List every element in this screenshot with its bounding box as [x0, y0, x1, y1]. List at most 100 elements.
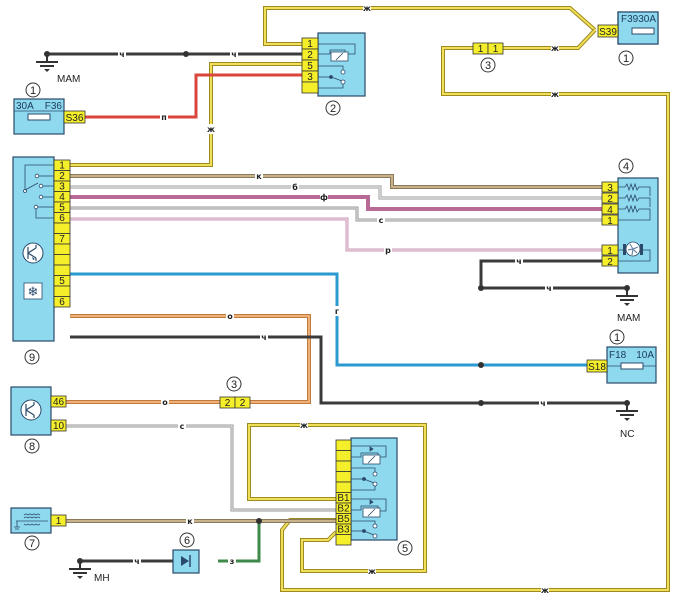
wire-label-yellow: ж	[363, 3, 371, 13]
svg-text:5: 5	[307, 61, 313, 72]
svg-text:з: з	[230, 557, 235, 566]
connector-pin-label: B5	[337, 514, 350, 525]
connector-pin-label: 2	[59, 171, 65, 182]
svg-text:NC: NC	[620, 429, 634, 440]
wire-label-violet: ф	[320, 192, 328, 202]
connector-pin-label: 4	[59, 192, 65, 203]
svg-text:1: 1	[607, 246, 613, 257]
wire-green-diode-to-junction	[218, 521, 261, 563]
wire-pink-ecu6-to-motor1	[70, 217, 602, 252]
wire-label-grey: с	[377, 215, 385, 225]
wire-label-orange: о	[161, 397, 169, 407]
svg-text:МАМ: МАМ	[617, 313, 640, 324]
svg-text:ф: ф	[320, 193, 328, 202]
svg-text:3: 3	[607, 183, 613, 194]
heater-element-icon	[14, 513, 48, 530]
svg-text:1: 1	[478, 44, 484, 55]
wire-label-black: ч	[545, 283, 553, 293]
svg-text:10A: 10A	[636, 350, 654, 361]
connector-pin-label: B3	[337, 525, 350, 536]
wire-label-orange: о	[226, 311, 234, 321]
svg-text:МАМ: МАМ	[57, 74, 80, 85]
wire-label-black: ч	[133, 556, 141, 566]
svg-text:1: 1	[30, 85, 36, 97]
svg-text:1: 1	[614, 332, 620, 344]
svg-text:46: 46	[53, 397, 65, 408]
svg-text:S18: S18	[588, 362, 606, 373]
connector-pin-label: 7	[59, 234, 65, 245]
relay-2: 1 2 5 3 2	[301, 32, 366, 116]
connector-pin	[53, 254, 71, 266]
svg-text:S39: S39	[599, 27, 617, 38]
sensor-unit-8: 46 10 8	[10, 386, 67, 454]
svg-text:с: с	[379, 216, 384, 225]
svg-text:о: о	[162, 398, 168, 407]
connector-pin-label: 5	[59, 276, 65, 287]
svg-text:МН: МН	[94, 573, 110, 584]
wire-label-red: п	[160, 112, 168, 122]
connector-pin	[335, 481, 352, 493]
svg-text:30A: 30A	[638, 14, 656, 25]
connector-pin-label: 6	[59, 297, 65, 308]
svg-text:3: 3	[485, 60, 491, 72]
connector-pin	[335, 534, 352, 546]
junction-dot	[183, 51, 189, 57]
svg-text:п: п	[161, 113, 167, 122]
wire-label-yellow: ж	[551, 43, 559, 53]
svg-text:1: 1	[56, 516, 62, 527]
svg-text:ч: ч	[134, 557, 140, 566]
svg-text:ч: ч	[119, 50, 125, 59]
svg-text:F18: F18	[609, 350, 627, 361]
connector-pin	[335, 460, 352, 472]
svg-text:к: к	[187, 517, 193, 526]
svg-text:4: 4	[623, 161, 629, 173]
diode-6: 6	[172, 532, 200, 574]
ground-mam-right: МАМ	[616, 285, 640, 324]
svg-text:F36: F36	[45, 101, 63, 112]
transistor-icon	[22, 242, 44, 264]
svg-text:3: 3	[231, 379, 237, 391]
svg-text:1: 1	[307, 39, 313, 50]
wire-label-yellow: ж	[541, 585, 549, 595]
wire-brown-ecu2-to-res3	[70, 174, 602, 189]
svg-text:с: с	[180, 422, 185, 431]
svg-text:2: 2	[330, 103, 336, 115]
ground-mh: МН	[69, 558, 110, 584]
svg-text:2: 2	[225, 398, 231, 409]
svg-text:ж: ж	[368, 567, 376, 576]
svg-text:ч: ч	[261, 333, 267, 342]
connector-pin-label: B1	[337, 493, 350, 504]
connector-pin-label: 3	[59, 182, 65, 193]
connector-3-top: 1 1 3	[472, 42, 504, 73]
connector-pin	[53, 296, 71, 308]
svg-text:30A: 30A	[16, 101, 34, 112]
svg-text:2: 2	[240, 398, 246, 409]
svg-text:S36: S36	[66, 113, 84, 124]
connector-pin	[53, 243, 71, 255]
junction-dot	[478, 362, 484, 368]
fuse-f18: 1 F18 10A S18	[586, 329, 657, 384]
connector-pin	[53, 285, 71, 297]
svg-text:ж: ж	[551, 44, 559, 53]
svg-text:10: 10	[53, 421, 65, 432]
ground-mam-top: МАМ	[36, 51, 80, 85]
svg-text:❄: ❄	[28, 285, 39, 300]
wire-black-ecu6-to-nc	[70, 335, 627, 405]
connector-pin	[335, 450, 352, 462]
svg-text:к: к	[256, 172, 262, 181]
svg-text:7: 7	[29, 538, 35, 550]
wire-label-grey: с	[178, 421, 186, 431]
wire-black-motor-to-mam	[479, 259, 627, 290]
connector-pin	[53, 264, 71, 276]
svg-text:2: 2	[307, 50, 313, 61]
connector-pin-label: B2	[337, 504, 350, 515]
connector-3-bottom: 3 2 2	[219, 376, 251, 409]
blower-resistor-unit-4: 4 3 2 4 1 1 2	[601, 158, 659, 274]
svg-text:6: 6	[184, 535, 190, 547]
connector-pin-label: 5	[59, 203, 65, 214]
wire-label-yellow: ж	[551, 89, 559, 99]
sensor-unit-7: 1 7	[10, 507, 67, 551]
wire-label-yellow: ж	[368, 566, 376, 576]
svg-text:9: 9	[29, 352, 35, 364]
